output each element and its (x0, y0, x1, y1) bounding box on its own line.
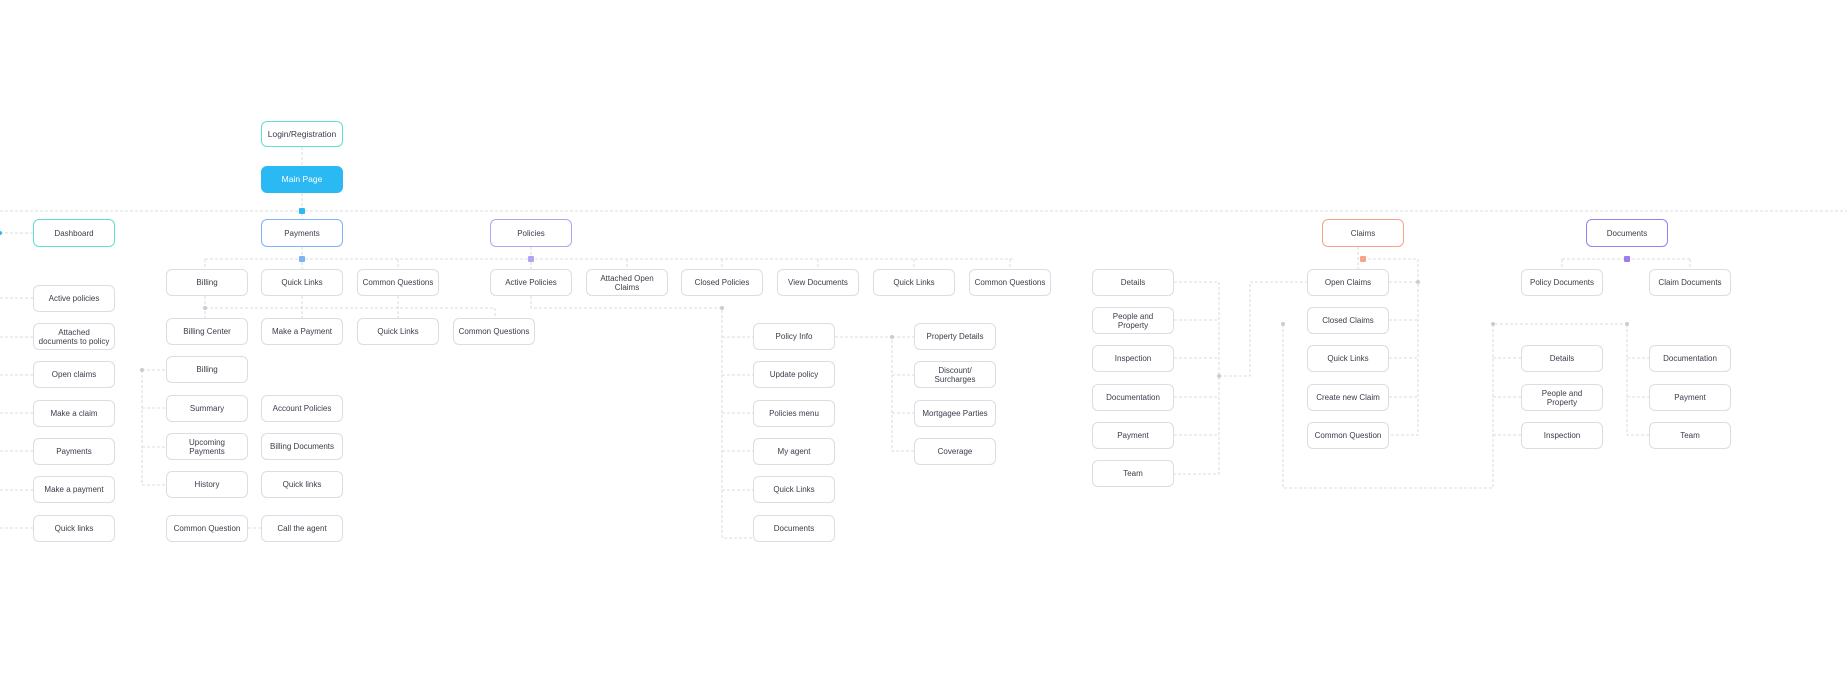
connector-junction-marker (1624, 256, 1630, 262)
connector-line (1282, 323, 1627, 489)
connector-dot (1217, 374, 1221, 378)
policies-view-documents-node[interactable]: View Documents (777, 269, 859, 296)
policy-documents-item-people-and-property[interactable]: People and Property (1521, 384, 1603, 411)
active-policies-item-policies-menu[interactable]: Policies menu (753, 400, 835, 427)
open-claims-item-team[interactable]: Team (1092, 460, 1174, 487)
policies-closed-policies-node[interactable]: Closed Policies (681, 269, 763, 296)
quick-links-item-quick-links[interactable]: Quick links (261, 471, 343, 498)
active-policies-common-questions-node[interactable]: Common Questions (453, 318, 535, 345)
open-claims-item-details[interactable]: Details (1092, 269, 1174, 296)
connector-dot (1281, 322, 1285, 326)
connector-junction-marker (1360, 256, 1366, 262)
policy-info-item-discount-surcharges[interactable]: Discount/ Surcharges (914, 361, 996, 388)
connector-line (1219, 281, 1307, 377)
dashboard-item-attached-documents[interactable]: Attached documents to policy (33, 323, 115, 350)
connector-dot (1416, 280, 1420, 284)
common-questions-quick-links-node[interactable]: Quick Links (357, 318, 439, 345)
documents-policy-documents-node[interactable]: Policy Documents (1521, 269, 1603, 296)
payments-node[interactable]: Payments (261, 219, 343, 247)
policies-quick-links-node[interactable]: Quick Links (873, 269, 955, 296)
claim-documents-item-team[interactable]: Team (1649, 422, 1731, 449)
claims-create-new-claim-node[interactable]: Create new Claim (1307, 384, 1389, 411)
login-registration-node[interactable]: Login/Registration (261, 121, 343, 147)
dashboard-item-make-a-claim[interactable]: Make a claim (33, 400, 115, 427)
connector-line (1626, 324, 1649, 436)
connector-dot (203, 306, 207, 310)
claims-quick-links-node[interactable]: Quick Links (1307, 345, 1389, 372)
dashboard-item-payments[interactable]: Payments (33, 438, 115, 465)
billing-center-item-billing[interactable]: Billing (166, 356, 248, 383)
claim-documents-item-documentation[interactable]: Documentation (1649, 345, 1731, 372)
connector-junction-marker (528, 256, 534, 262)
policy-info-item-property-details[interactable]: Property Details (914, 323, 996, 350)
active-policies-item-update-policy[interactable]: Update policy (753, 361, 835, 388)
policies-node[interactable]: Policies (490, 219, 572, 247)
connector-junction-marker (299, 256, 305, 262)
policies-active-policies-node[interactable]: Active Policies (490, 269, 572, 296)
connector-dot (890, 335, 894, 339)
quick-links-item-billing-documents[interactable]: Billing Documents (261, 433, 343, 460)
payments-common-questions-node[interactable]: Common Questions (357, 269, 439, 296)
policy-info-item-coverage[interactable]: Coverage (914, 438, 996, 465)
open-claims-item-people-and-property[interactable]: People and Property (1092, 307, 1174, 334)
billing-center-item-history[interactable]: History (166, 471, 248, 498)
claims-common-question-node[interactable]: Common Question (1307, 422, 1389, 449)
active-policies-item-policy-info[interactable]: Policy Info (753, 323, 835, 350)
dashboard-item-make-a-payment[interactable]: Make a payment (33, 476, 115, 503)
payments-billing-node[interactable]: Billing (166, 269, 248, 296)
dashboard-item-quick-links[interactable]: Quick links (33, 515, 115, 542)
open-claims-item-payment[interactable]: Payment (1092, 422, 1174, 449)
connector-line (1174, 281, 1220, 475)
connector-line (1363, 258, 1419, 436)
connector-line (205, 307, 496, 318)
active-policies-item-quick-links[interactable]: Quick Links (753, 476, 835, 503)
active-policies-item-my-agent[interactable]: My agent (753, 438, 835, 465)
policy-info-item-mortgagee-parties[interactable]: Mortgagee Parties (914, 400, 996, 427)
connector-dot (140, 368, 144, 372)
dashboard-item-active-policies[interactable]: Active policies (33, 285, 115, 312)
connector-junction-marker (299, 208, 305, 214)
policies-common-questions-node[interactable]: Common Questions (969, 269, 1051, 296)
billing-center-item-summary[interactable]: Summary (166, 395, 248, 422)
main-page-node[interactable]: Main Page (261, 166, 343, 193)
dashboard-item-open-claims[interactable]: Open claims (33, 361, 115, 388)
billing-center-item-upcoming-payments[interactable]: Upcoming Payments (166, 433, 248, 460)
connector-dot (0, 231, 2, 235)
claims-node[interactable]: Claims (1322, 219, 1404, 247)
active-policies-item-documents[interactable]: Documents (753, 515, 835, 542)
documents-node[interactable]: Documents (1586, 219, 1668, 247)
billing-common-question-node[interactable]: Common Question (166, 515, 248, 542)
open-claims-item-documentation[interactable]: Documentation (1092, 384, 1174, 411)
connector-line (141, 370, 166, 486)
policy-documents-item-inspection[interactable]: Inspection (1521, 422, 1603, 449)
quick-links-item-account-policies[interactable]: Account Policies (261, 395, 343, 422)
connector-dot (1625, 322, 1629, 326)
quick-links-item-call-the-agent[interactable]: Call the agent (261, 515, 343, 542)
dashboard-node[interactable]: Dashboard (33, 219, 115, 247)
claims-closed-claims-node[interactable]: Closed Claims (1307, 307, 1389, 334)
claim-documents-item-payment[interactable]: Payment (1649, 384, 1731, 411)
policies-attached-open-claims-node[interactable]: Attached Open Claims (586, 269, 668, 296)
connector-dot (1491, 322, 1495, 326)
connector-line (835, 336, 914, 452)
policy-documents-item-details[interactable]: Details (1521, 345, 1603, 372)
documents-claim-documents-node[interactable]: Claim Documents (1649, 269, 1731, 296)
connector-line (530, 296, 753, 539)
billing-center-node[interactable]: Billing Center (166, 318, 248, 345)
connector-dot (720, 306, 724, 310)
make-a-payment-node[interactable]: Make a Payment (261, 318, 343, 345)
open-claims-item-inspection[interactable]: Inspection (1092, 345, 1174, 372)
claims-open-claims-node[interactable]: Open Claims (1307, 269, 1389, 296)
payments-quick-links-node[interactable]: Quick Links (261, 269, 343, 296)
